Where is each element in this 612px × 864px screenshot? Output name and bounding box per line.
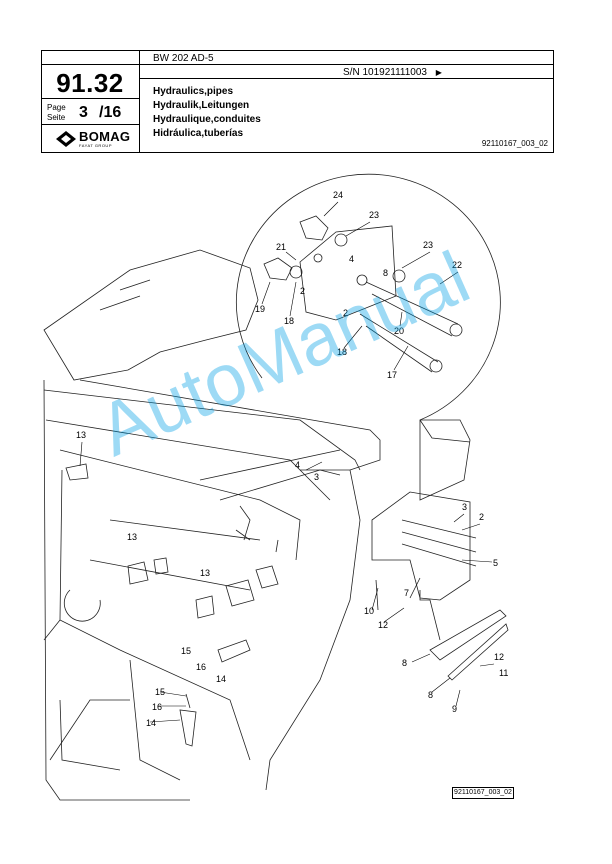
header-sn-line [139, 78, 554, 79]
logo-subtext: FAYAT GROUP [79, 143, 112, 148]
callout-label: 13 [200, 568, 210, 578]
callout-label: 21 [276, 242, 286, 252]
callout-label: 3 [462, 502, 467, 512]
callout-label: 16 [152, 702, 162, 712]
bomag-logo-icon [56, 131, 76, 147]
section-number-line [41, 98, 139, 99]
callout-label: 14 [216, 674, 226, 684]
callout-label: 4 [295, 460, 300, 470]
serial-arrow-icon: ▶ [435, 68, 442, 77]
callout-label: 2 [479, 512, 484, 522]
callout-label: 8 [428, 690, 433, 700]
callout-label: 23 [423, 240, 433, 250]
bomag-logo: BOMAG FAYAT GROUP [55, 129, 135, 150]
page-total: /16 [99, 104, 122, 121]
callout-label: 20 [394, 326, 404, 336]
header-doc-reference: 92110167_003_02 [481, 139, 548, 148]
callout-label: 11 [499, 668, 508, 678]
model-name: BW 202 AD-5 [153, 53, 214, 64]
callout-label: 14 [146, 718, 156, 728]
page-label-en: Page [47, 103, 66, 112]
title-es: Hidráulica,tuberías [153, 128, 244, 139]
callout-label: 18 [337, 347, 347, 357]
callout-label: 8 [383, 268, 388, 278]
callout-label: 4 [349, 254, 354, 264]
callout-label: 9 [452, 704, 457, 714]
callout-label: 12 [494, 652, 504, 662]
header-top-border [41, 50, 554, 51]
callout-label: 10 [364, 606, 374, 616]
header-left-border [41, 50, 42, 153]
callout-label: 3 [314, 472, 319, 482]
callout-label: 8 [402, 658, 407, 668]
callout-label: 2 [343, 308, 348, 318]
detail-circle [235, 173, 501, 421]
title-en: Hydraulics,pipes [153, 86, 234, 97]
callout-label: 12 [378, 620, 388, 630]
logo-text: BOMAG [79, 129, 131, 144]
footer-doc-reference: 92110167_003_02 [452, 787, 514, 799]
serial-number: S/N 101921111003 ▶ [343, 67, 442, 78]
callout-label: 13 [76, 430, 86, 440]
header-row-line [41, 64, 554, 65]
callout-label: 15 [181, 646, 191, 656]
header-block: 91.32 Page Seite 3 /16 BOMAG FAYAT GROUP… [41, 50, 554, 153]
section-titles: Hydraulics,pipes Hydraulik,Leitungen Hyd… [153, 85, 261, 141]
callout-label: 2 [300, 286, 305, 296]
leader-lines [79, 201, 495, 723]
header-bottom-border [41, 152, 554, 153]
callout-label: 23 [369, 210, 379, 220]
page-number-line [41, 124, 139, 125]
header-right-border [553, 50, 554, 153]
section-number: 91.32 [56, 68, 124, 98]
page-label-de: Seite [47, 113, 66, 122]
callout-label: 5 [493, 558, 498, 568]
page-current: 3 [79, 104, 88, 121]
drawing-lines [43, 173, 509, 801]
callout-label: 24 [333, 190, 343, 200]
callout-label: 16 [196, 662, 206, 672]
callout-label: 13 [127, 532, 137, 542]
callout-label: 7 [404, 588, 409, 598]
callout-label: 19 [255, 304, 265, 314]
callout-label: 22 [452, 260, 462, 270]
callout-label: 18 [284, 316, 294, 326]
title-de: Hydraulik,Leitungen [153, 100, 250, 111]
header-divider [139, 50, 140, 153]
serial-number-text: S/N 101921111003 [343, 67, 427, 78]
callout-label: 17 [387, 370, 397, 380]
title-fr: Hydraulique,conduites [153, 114, 261, 125]
